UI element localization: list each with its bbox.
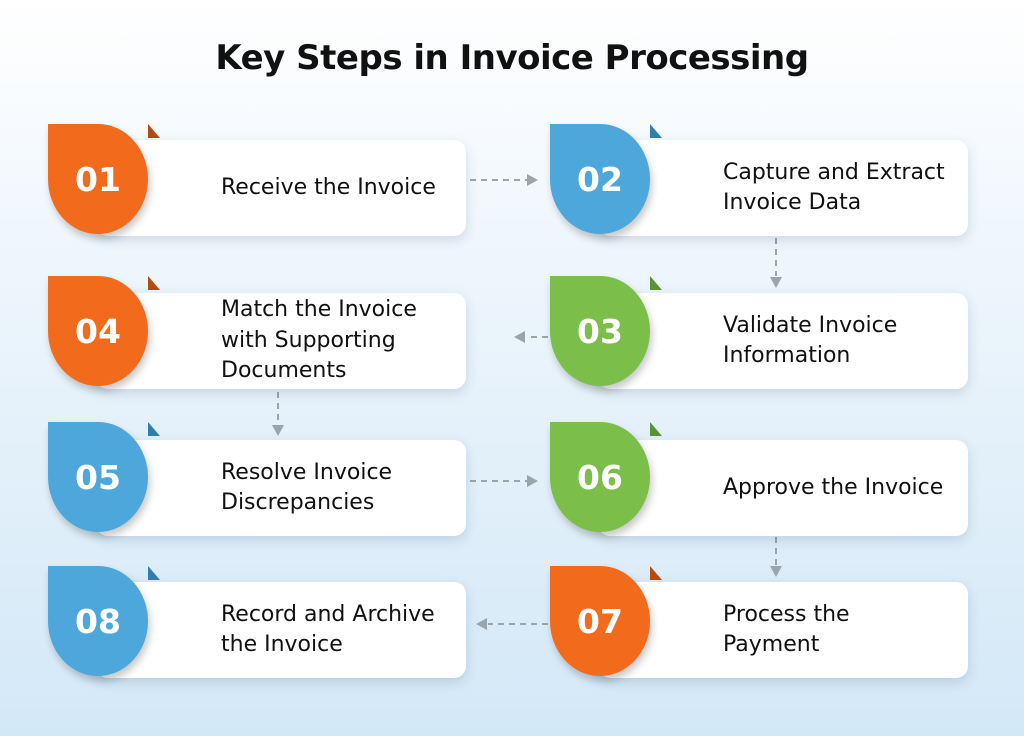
badge-fold bbox=[148, 566, 160, 580]
step-label: Resolve Invoice Discrepancies bbox=[221, 459, 393, 515]
step-number-badge: 04 bbox=[48, 276, 148, 386]
arrow-02-to-03 bbox=[770, 277, 782, 288]
step-card: Approve the Invoice bbox=[598, 440, 968, 536]
step-label: Validate Invoice Information bbox=[723, 312, 898, 368]
badge-fold bbox=[650, 276, 662, 290]
arrow-01-to-02 bbox=[527, 174, 538, 186]
step-label: Receive the Invoice bbox=[221, 174, 436, 200]
badge-fold bbox=[148, 276, 160, 290]
arrow-04-to-05 bbox=[272, 425, 284, 436]
step-number-badge: 08 bbox=[48, 566, 148, 676]
step-number-badge: 02 bbox=[550, 124, 650, 234]
step-card: Match the Invoice with Supporting Docume… bbox=[96, 293, 466, 389]
badge-fold bbox=[148, 422, 160, 436]
step-label: Record and Archive the Invoice bbox=[221, 601, 435, 657]
step-number-badge: 07 bbox=[550, 566, 650, 676]
arrow-07-to-08 bbox=[476, 618, 487, 630]
step-card: Receive the Invoice bbox=[96, 140, 466, 236]
step-number-badge: 01 bbox=[48, 124, 148, 234]
step-label: Process the Payment bbox=[723, 601, 850, 657]
step-card: Resolve Invoice Discrepancies bbox=[96, 440, 466, 536]
step-number-badge: 06 bbox=[550, 422, 650, 532]
step-number-badge: 03 bbox=[550, 276, 650, 386]
badge-fold bbox=[650, 566, 662, 580]
step-number-badge: 05 bbox=[48, 422, 148, 532]
page-title: Key Steps in Invoice Processing bbox=[215, 38, 809, 78]
badge-fold bbox=[148, 124, 160, 138]
step-label: Capture and Extract Invoice Data bbox=[723, 159, 945, 215]
badge-fold bbox=[650, 124, 662, 138]
step-label: Approve the Invoice bbox=[723, 474, 944, 500]
arrow-06-to-07 bbox=[770, 566, 782, 577]
step-card: Process the Payment bbox=[598, 582, 968, 678]
arrow-05-to-06 bbox=[527, 475, 538, 487]
badge-fold bbox=[650, 422, 662, 436]
step-card: Validate Invoice Information bbox=[598, 293, 968, 389]
step-label: Match the Invoice with Supporting Docume… bbox=[221, 297, 417, 384]
step-card: Capture and Extract Invoice Data bbox=[598, 140, 968, 236]
step-card: Record and Archive the Invoice bbox=[96, 582, 466, 678]
arrow-03-to-04 bbox=[514, 331, 525, 343]
